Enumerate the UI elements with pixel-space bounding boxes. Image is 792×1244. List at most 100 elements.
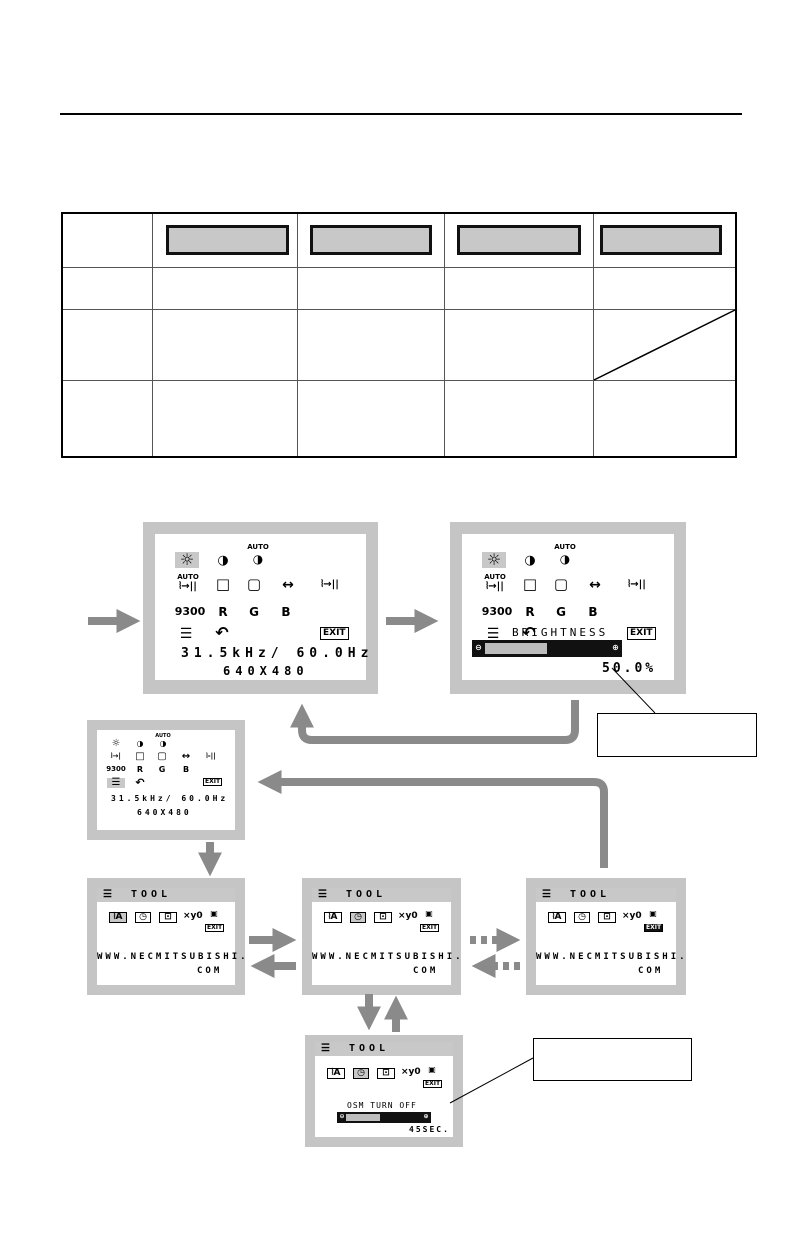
- language-icon[interactable]: ⦚A: [327, 1068, 345, 1079]
- color-9300-icon[interactable]: 9300: [106, 765, 126, 773]
- color-9300-icon[interactable]: 9300: [481, 605, 513, 618]
- down-up-icon[interactable]: ▢: [553, 575, 569, 593]
- tool-icon[interactable]: ☰: [179, 626, 193, 642]
- information-icon[interactable]: ▣: [649, 909, 657, 918]
- h-size-icon[interactable]: ↔: [282, 577, 294, 593]
- left-right-icon[interactable]: □: [522, 575, 538, 593]
- fine-icon[interactable]: ⦚-||: [206, 752, 216, 760]
- exit-icon[interactable]: EXIT: [320, 627, 349, 640]
- blue-icon[interactable]: B: [182, 765, 190, 774]
- red-icon[interactable]: R: [218, 605, 228, 619]
- table-column-divider: [444, 214, 445, 456]
- osm-lock-out-icon[interactable]: ⊡: [377, 1068, 395, 1079]
- tool-menu-frame-3: ☰ TOOL ⦚A ◷ ⊡ ×y0 ▣ EXIT WWW.NECMITSUBIS…: [526, 878, 686, 995]
- contrast-icon[interactable]: ◑: [217, 553, 229, 568]
- table-column-divider: [152, 214, 153, 456]
- auto-contrast-icon[interactable]: ◑: [252, 552, 264, 566]
- exit-icon[interactable]: EXIT: [420, 924, 440, 932]
- auto-adjust-icon[interactable]: ⦚→||: [486, 581, 504, 592]
- red-icon[interactable]: R: [525, 605, 535, 619]
- callout-leader-line: [611, 667, 656, 714]
- table-row-divider: [63, 267, 735, 268]
- left-right-icon[interactable]: □: [135, 751, 145, 762]
- osm-turn-off-slider[interactable]: ⊖ ⊕: [337, 1112, 431, 1123]
- callout-box: [533, 1038, 692, 1081]
- button-label-box: [166, 225, 289, 255]
- green-icon[interactable]: G: [249, 605, 259, 619]
- frequency-readout: 31.5kHz/ 60.0Hz: [181, 646, 374, 661]
- left-right-icon[interactable]: □: [215, 575, 231, 593]
- blue-icon[interactable]: B: [281, 605, 291, 619]
- fine-icon[interactable]: ⦚→||: [628, 579, 646, 590]
- auto-contrast-icon[interactable]: ◑: [559, 552, 571, 566]
- down-up-icon[interactable]: ▢: [157, 751, 167, 762]
- osm-turn-off-icon[interactable]: ◷: [135, 912, 151, 923]
- auto-adjust-label: AUTO: [484, 573, 506, 581]
- down-up-icon[interactable]: ▢: [246, 575, 262, 593]
- contrast-icon[interactable]: ◑: [524, 553, 536, 568]
- resolution-notifier-icon[interactable]: ×y0: [183, 911, 203, 921]
- tool-icon-selected[interactable]: ☰: [107, 778, 125, 788]
- exit-icon-selected[interactable]: EXIT: [644, 924, 664, 932]
- factory-preset-icon[interactable]: ↶: [522, 623, 536, 642]
- exit-icon[interactable]: EXIT: [205, 924, 225, 932]
- main-menu-screen: ☼ ◑ AUTO ◑ AUTO ⦚→|| □ ▢ ↔ ⦚→|| 9300 R G…: [155, 534, 368, 680]
- information-icon[interactable]: ▣: [210, 909, 218, 918]
- url-line-2: COM: [638, 966, 664, 976]
- brightness-icon[interactable]: ☼: [482, 552, 506, 568]
- tool-icon: ☰: [103, 889, 112, 900]
- h-size-icon[interactable]: ↔: [589, 577, 601, 593]
- osm-turn-off-icon[interactable]: ◷: [574, 912, 590, 923]
- blue-icon[interactable]: B: [588, 605, 598, 619]
- fine-icon[interactable]: ⦚→||: [321, 579, 339, 590]
- not-applicable-diagonal: [593, 308, 738, 381]
- osm-lock-out-icon[interactable]: ⊡: [374, 912, 392, 923]
- auto-contrast-label: AUTO: [155, 733, 171, 739]
- auto-contrast-label: AUTO: [247, 543, 269, 551]
- osm-turn-off-label: OSM TURN OFF: [347, 1101, 417, 1110]
- tool-icon[interactable]: ☰: [486, 626, 500, 642]
- green-icon[interactable]: G: [556, 605, 566, 619]
- url-line-1: WWW.NECMITSUBISHI.: [97, 952, 249, 962]
- language-icon[interactable]: ⦚A: [548, 912, 566, 923]
- table-column-divider: [593, 214, 594, 456]
- osm-turn-off-icon-selected[interactable]: ◷: [353, 1068, 369, 1079]
- color-9300-icon[interactable]: 9300: [174, 605, 206, 618]
- arrow-return-icon: [257, 770, 608, 868]
- resolution-notifier-icon[interactable]: ×y0: [398, 911, 418, 921]
- exit-icon[interactable]: EXIT: [423, 1080, 443, 1088]
- auto-adjust-icon[interactable]: ⦚→||: [179, 581, 197, 592]
- language-icon-selected[interactable]: ⦚A: [109, 912, 127, 923]
- green-icon[interactable]: G: [158, 765, 166, 774]
- arrow-return-icon: [290, 700, 579, 744]
- resolution-notifier-icon[interactable]: ×y0: [401, 1067, 421, 1077]
- resolution-readout: 640X480: [137, 808, 192, 817]
- button-label-box: [457, 225, 581, 255]
- h-size-icon[interactable]: ↔: [181, 751, 191, 762]
- language-icon[interactable]: ⦚A: [324, 912, 342, 923]
- url-line-2: COM: [413, 966, 439, 976]
- factory-preset-icon[interactable]: ↶: [215, 623, 229, 642]
- exit-icon[interactable]: EXIT: [627, 627, 656, 640]
- tool-icon: ☰: [542, 889, 551, 900]
- factory-preset-icon[interactable]: ↶: [135, 776, 145, 789]
- auto-adjust-label: AUTO: [177, 573, 199, 581]
- red-icon[interactable]: R: [136, 765, 144, 774]
- auto-contrast-icon[interactable]: ◑: [159, 739, 167, 748]
- osm-turn-off-icon-selected[interactable]: ◷: [350, 912, 366, 923]
- contrast-icon[interactable]: ◑: [136, 739, 144, 748]
- tool-menu-frame-1: ☰ TOOL ⦚A ◷ ⊡ ×y0 ▣ EXIT WWW.NECMITSUBIS…: [87, 878, 246, 995]
- resolution-notifier-icon[interactable]: ×y0: [622, 911, 642, 921]
- brightness-icon[interactable]: ☼: [111, 738, 121, 749]
- exit-icon[interactable]: EXIT: [203, 778, 223, 786]
- tool-menu-title: TOOL: [346, 889, 387, 900]
- brightness-slider[interactable]: ⊖ ⊕: [472, 640, 622, 657]
- osm-lock-out-icon[interactable]: ⊡: [598, 912, 616, 923]
- auto-adjust-icon[interactable]: ⦚→|: [111, 752, 121, 760]
- information-icon[interactable]: ▣: [428, 1065, 436, 1074]
- osm-lock-out-icon[interactable]: ⊡: [159, 912, 177, 923]
- tool-menu-screen: ☰ TOOL ⦚A ◷ ⊡ ×y0 ▣ EXIT WWW.NECMITSUBIS…: [312, 888, 461, 985]
- brightness-icon[interactable]: ☼: [175, 552, 199, 568]
- tool-menu-screen: ☰ TOOL ⦚A ◷ ⊡ ×y0 ▣ EXIT WWW.NECMITSUBIS…: [536, 888, 685, 985]
- information-icon[interactable]: ▣: [425, 909, 433, 918]
